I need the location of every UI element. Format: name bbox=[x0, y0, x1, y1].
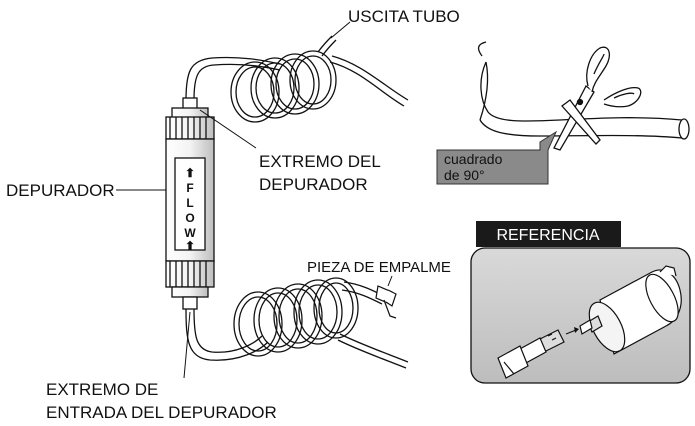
extremo-entrada-leader-line bbox=[183, 311, 191, 379]
connector-icon bbox=[375, 285, 397, 319]
pieza-leader-line bbox=[387, 275, 393, 287]
reference-cylinder-icon bbox=[579, 265, 682, 355]
filter-cartridge-icon bbox=[165, 97, 215, 310]
reference-arrow bbox=[565, 329, 577, 335]
flow-letter-o: O bbox=[185, 211, 194, 225]
depurador-label: DEPURADOR bbox=[6, 181, 115, 200]
cuadrado-line2: de 90° bbox=[444, 167, 485, 183]
flow-letter-l: L bbox=[186, 196, 193, 210]
referencia-label: REFERENCIA bbox=[496, 227, 599, 244]
pieza-de-empalme-label: PIEZA DE EMPALME bbox=[307, 259, 451, 276]
cuadrado-tag: cuadrado de 90° bbox=[436, 130, 558, 185]
flow-letter-w: W bbox=[184, 226, 196, 240]
extremo-entrada-line1: EXTREMO DE bbox=[46, 380, 158, 399]
flow-arrow-top: ⬆ bbox=[185, 166, 195, 180]
flow-letter-f: F bbox=[186, 181, 193, 195]
reference-connector-icon bbox=[497, 329, 565, 379]
uscita-tubo-label: USCITA TUBO bbox=[348, 7, 460, 26]
uscita-leader-line bbox=[330, 21, 351, 39]
flow-arrow-bottom: ⬆ bbox=[185, 239, 195, 253]
bottom-coiled-tube bbox=[185, 277, 409, 369]
top-coiled-tube bbox=[185, 35, 409, 123]
extremo-del-leader-line bbox=[199, 109, 257, 149]
extremo-entrada-line2: ENTRADA DEL DEPURADOR bbox=[46, 403, 277, 422]
flow-indicator: ⬆ F L O W ⬆ bbox=[184, 166, 196, 253]
cuadrado-line1: cuadrado bbox=[444, 151, 503, 167]
referencia-tab bbox=[476, 221, 621, 247]
extremo-del-line2: DEPURADOR bbox=[259, 175, 368, 194]
extremo-del-line1: EXTREMO DEL bbox=[259, 152, 381, 171]
tube-cut-illustration bbox=[477, 41, 690, 140]
scissors-icon bbox=[553, 46, 642, 151]
reference-arrowhead bbox=[574, 327, 579, 333]
